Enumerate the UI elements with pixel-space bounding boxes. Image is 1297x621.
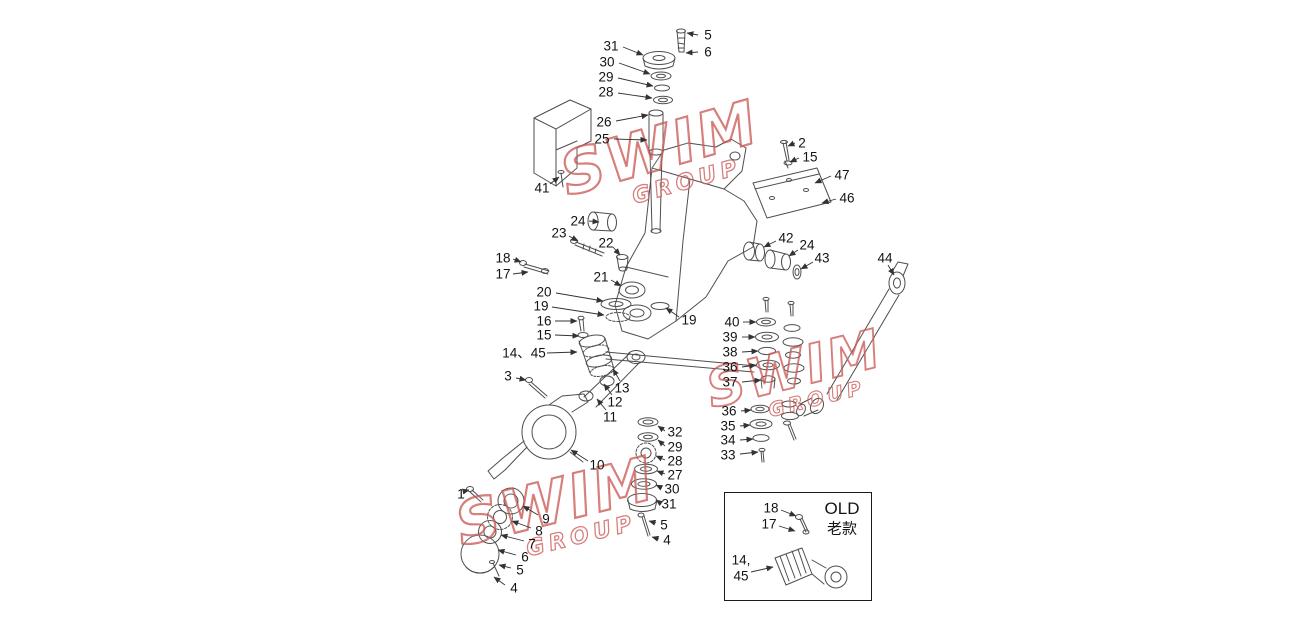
part-drag-link xyxy=(605,351,757,373)
inset-title-old: OLD xyxy=(824,499,860,518)
part-top-washer-stack xyxy=(642,51,676,105)
part-mount-block xyxy=(533,99,592,188)
part-main-frame xyxy=(614,138,758,340)
part-bolt-18 xyxy=(519,260,550,275)
part-ring-21 xyxy=(618,281,646,299)
part-pin-16 xyxy=(577,315,589,338)
part-bolt-5-right xyxy=(637,512,651,537)
old-version-inset: OLD 老款 xyxy=(724,492,872,601)
part-top-bolt xyxy=(676,28,686,53)
part-right-bushings xyxy=(743,241,802,280)
inset-subtitle-laokuan: 老款 xyxy=(826,520,858,538)
part-sleeve-22 xyxy=(616,254,629,272)
part-right-upper-stacks xyxy=(755,296,805,389)
part-cover-plate xyxy=(752,167,832,219)
part-plate-bolt xyxy=(780,139,793,169)
part-washers-19-20 xyxy=(600,298,670,322)
part-lower-center-stack xyxy=(627,417,659,512)
part-kingpin xyxy=(648,109,664,234)
part-tie-rod xyxy=(796,261,909,417)
part-steering-knuckle xyxy=(487,390,594,480)
part-inset-old-knuckle xyxy=(774,514,848,589)
